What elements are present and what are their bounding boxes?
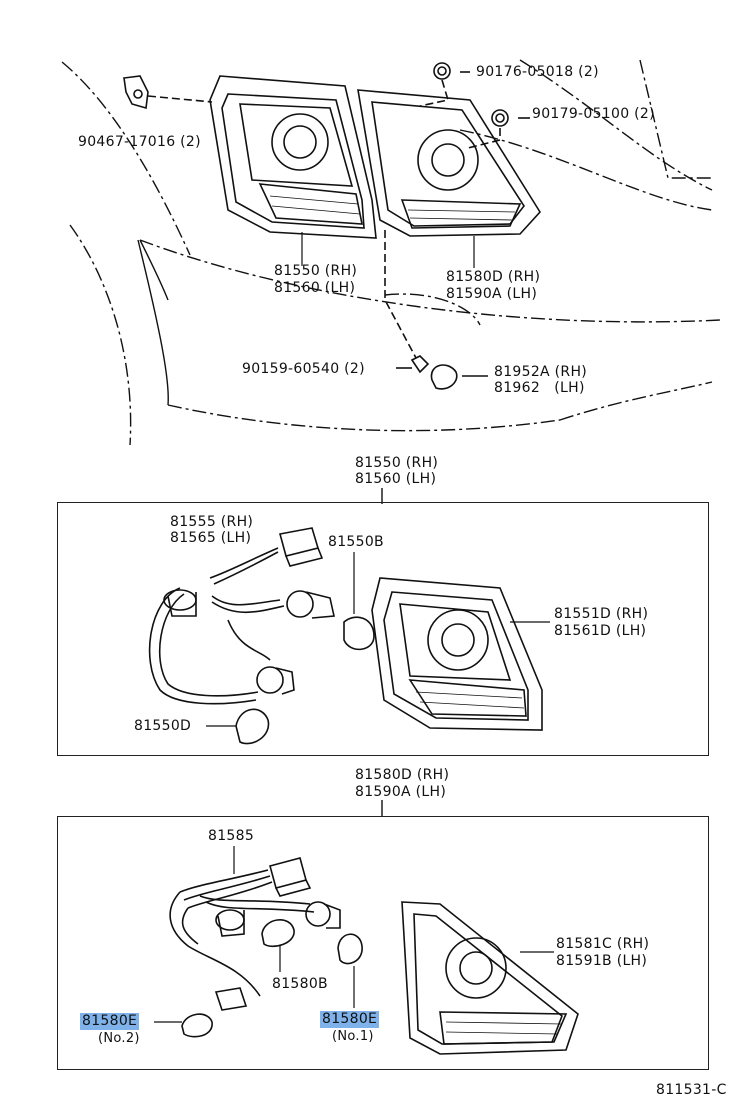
label-screw-90159: 90159-60540 (2) (242, 361, 365, 377)
inner-tail-lamp-top (357, 89, 541, 237)
label-cover-lh: 81962 (LH) (494, 380, 585, 396)
bulb-81550B (343, 552, 375, 651)
label-nut-90176: 90176-05018 (2) (476, 64, 599, 80)
label-socket-81585: 81585 (208, 828, 255, 844)
screw-90159 (384, 230, 430, 374)
bulb-81550D (206, 708, 270, 745)
clip-90467 (123, 75, 213, 110)
inner-lens-81581C (401, 901, 579, 1055)
label-lamp-inner-lh: 81590A (LH) (446, 286, 538, 302)
bulb-81580E-no1 (337, 933, 363, 1008)
label-lens-81581C-rh: 81581C (RH) (556, 936, 650, 952)
label-lamp-inner-rh: 81580D (RH) (446, 269, 541, 285)
label-bulb-no2-sub: (No.2) (98, 1031, 140, 1046)
label-bulb-81580E-no1: 81580E (320, 1011, 380, 1028)
label-cover-rh: 81952A (RH) (494, 364, 588, 380)
cover-81952A (430, 364, 488, 390)
socket-wire-81585 (169, 846, 341, 1011)
label-bulb-81550B: 81550B (328, 534, 384, 550)
box2-title-rh: 81580D (RH) (355, 767, 450, 783)
outer-lens-81551D (371, 577, 550, 731)
label-bulb-81580B: 81580B (272, 976, 328, 992)
label-lens-81561D-lh: 81561D (LH) (554, 623, 647, 639)
label-socket-81565-lh: 81565 (LH) (170, 530, 252, 546)
label-lens-81551D-rh: 81551D (RH) (554, 606, 649, 622)
label-bulb-81550D: 81550D (134, 718, 192, 734)
vehicle-body-outline (61, 59, 721, 446)
bulb-81580E-no2 (154, 1013, 213, 1038)
outer-tail-lamp-top (209, 75, 377, 239)
assembly-box-outer-lamp (57, 502, 709, 756)
box1-title-rh: 81550 (RH) (355, 455, 439, 471)
label-bulb-81580E-no2: 81580E (80, 1013, 140, 1030)
assembly-box-inner-lamp (57, 816, 709, 1070)
box1-title-lh: 81560 (LH) (355, 471, 437, 487)
nut-90179 (467, 109, 530, 149)
label-socket-81555-rh: 81555 (RH) (170, 514, 254, 530)
label-nut-90179: 90179-05100 (2) (532, 106, 655, 122)
nut-90176 (419, 62, 470, 107)
label-lamp-outer-rh: 81550 (RH) (274, 263, 358, 279)
figure-code: 811531-C (656, 1082, 727, 1098)
label-lamp-outer-lh: 81560 (LH) (274, 280, 356, 296)
bulb-81580B (261, 919, 295, 972)
label-lens-81591B-lh: 81591B (LH) (556, 953, 648, 969)
box2-title-lh: 81590A (LH) (355, 784, 447, 800)
label-bulb-no1-sub: (No.1) (332, 1029, 374, 1044)
socket-wire-81555 (148, 527, 335, 705)
label-clip-90467: 90467-17016 (2) (78, 134, 201, 150)
